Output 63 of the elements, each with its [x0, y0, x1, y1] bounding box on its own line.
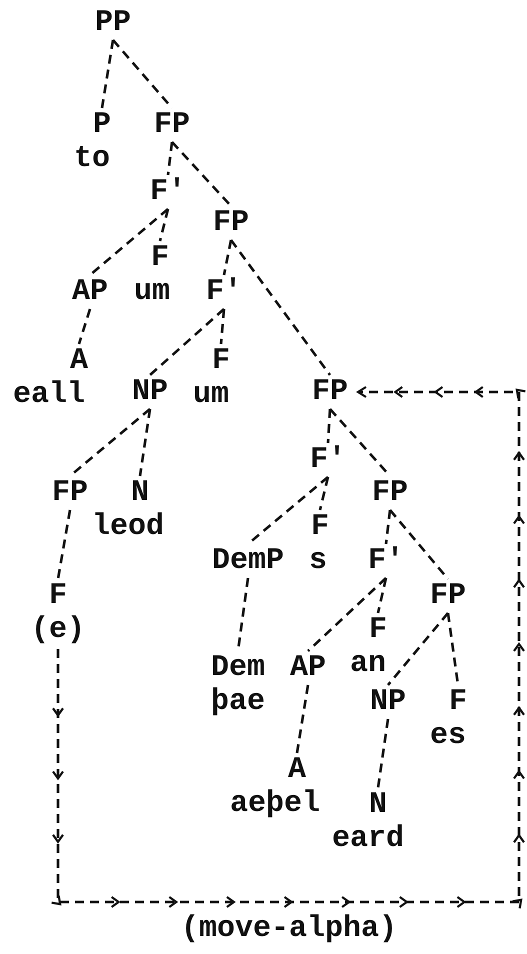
tree-branch [100, 40, 114, 108]
category-label: FP [430, 581, 466, 611]
category-label: DemP [212, 546, 284, 576]
word-label: þae [211, 687, 265, 717]
word-label: es [430, 721, 466, 751]
category-label: N [131, 478, 149, 508]
category-label: F [449, 687, 467, 717]
tree-branch [326, 408, 332, 444]
tree-branch [78, 308, 92, 344]
tree-branch [307, 577, 387, 652]
tree-branch [230, 239, 332, 376]
category-label: PP [95, 8, 131, 38]
tree-branch [149, 308, 225, 376]
category-label: F [212, 346, 230, 376]
category-label: F [369, 615, 387, 645]
tree-branch [112, 39, 173, 109]
category-label: FP [312, 377, 348, 407]
category-label: AP [290, 653, 326, 683]
word-label: eall [13, 380, 85, 410]
tree-branch [389, 509, 449, 580]
tree-branch [387, 612, 449, 686]
tree-branch [296, 684, 310, 754]
word-label: aeþel [230, 789, 320, 819]
word-label: (e) [31, 615, 85, 645]
category-label: N [369, 790, 387, 820]
category-label: A [70, 346, 88, 376]
word-label: an [350, 649, 386, 679]
category-label: P [93, 110, 111, 140]
word-label: leod [92, 512, 164, 542]
movement-arrow [52, 386, 526, 908]
category-label: A [288, 755, 306, 785]
category-label: F' [310, 445, 346, 475]
tree-branch [158, 208, 170, 242]
word-label: um [193, 380, 229, 410]
category-label: F [311, 512, 329, 542]
word-label: eard [332, 824, 404, 854]
category-label: AP [72, 277, 108, 307]
tree-branch [384, 510, 392, 544]
category-label: F [49, 581, 67, 611]
category-label: FP [372, 478, 408, 508]
tree-branch [89, 208, 169, 276]
tree-branch [56, 510, 72, 580]
tree-branch [222, 240, 232, 276]
tree-branch [376, 718, 390, 788]
category-label: NP [370, 687, 406, 717]
category-label: FP [154, 110, 190, 140]
category-label: FP [52, 478, 88, 508]
tree-branch [220, 308, 226, 344]
category-label: FP [213, 208, 249, 238]
category-label: F [151, 243, 169, 273]
category-label: F' [368, 546, 404, 576]
category-label: F' [150, 177, 186, 207]
tree-branch [318, 476, 330, 510]
tree-branch [166, 142, 174, 176]
word-label: to [74, 144, 110, 174]
tree-branch [171, 141, 232, 207]
word-label: um [134, 277, 170, 307]
category-label: Dem [211, 653, 265, 683]
tree-branch [376, 578, 388, 614]
tree-branch [138, 408, 152, 476]
word-label: s [309, 546, 327, 576]
category-label: F' [206, 277, 242, 307]
category-label: NP [132, 377, 168, 407]
